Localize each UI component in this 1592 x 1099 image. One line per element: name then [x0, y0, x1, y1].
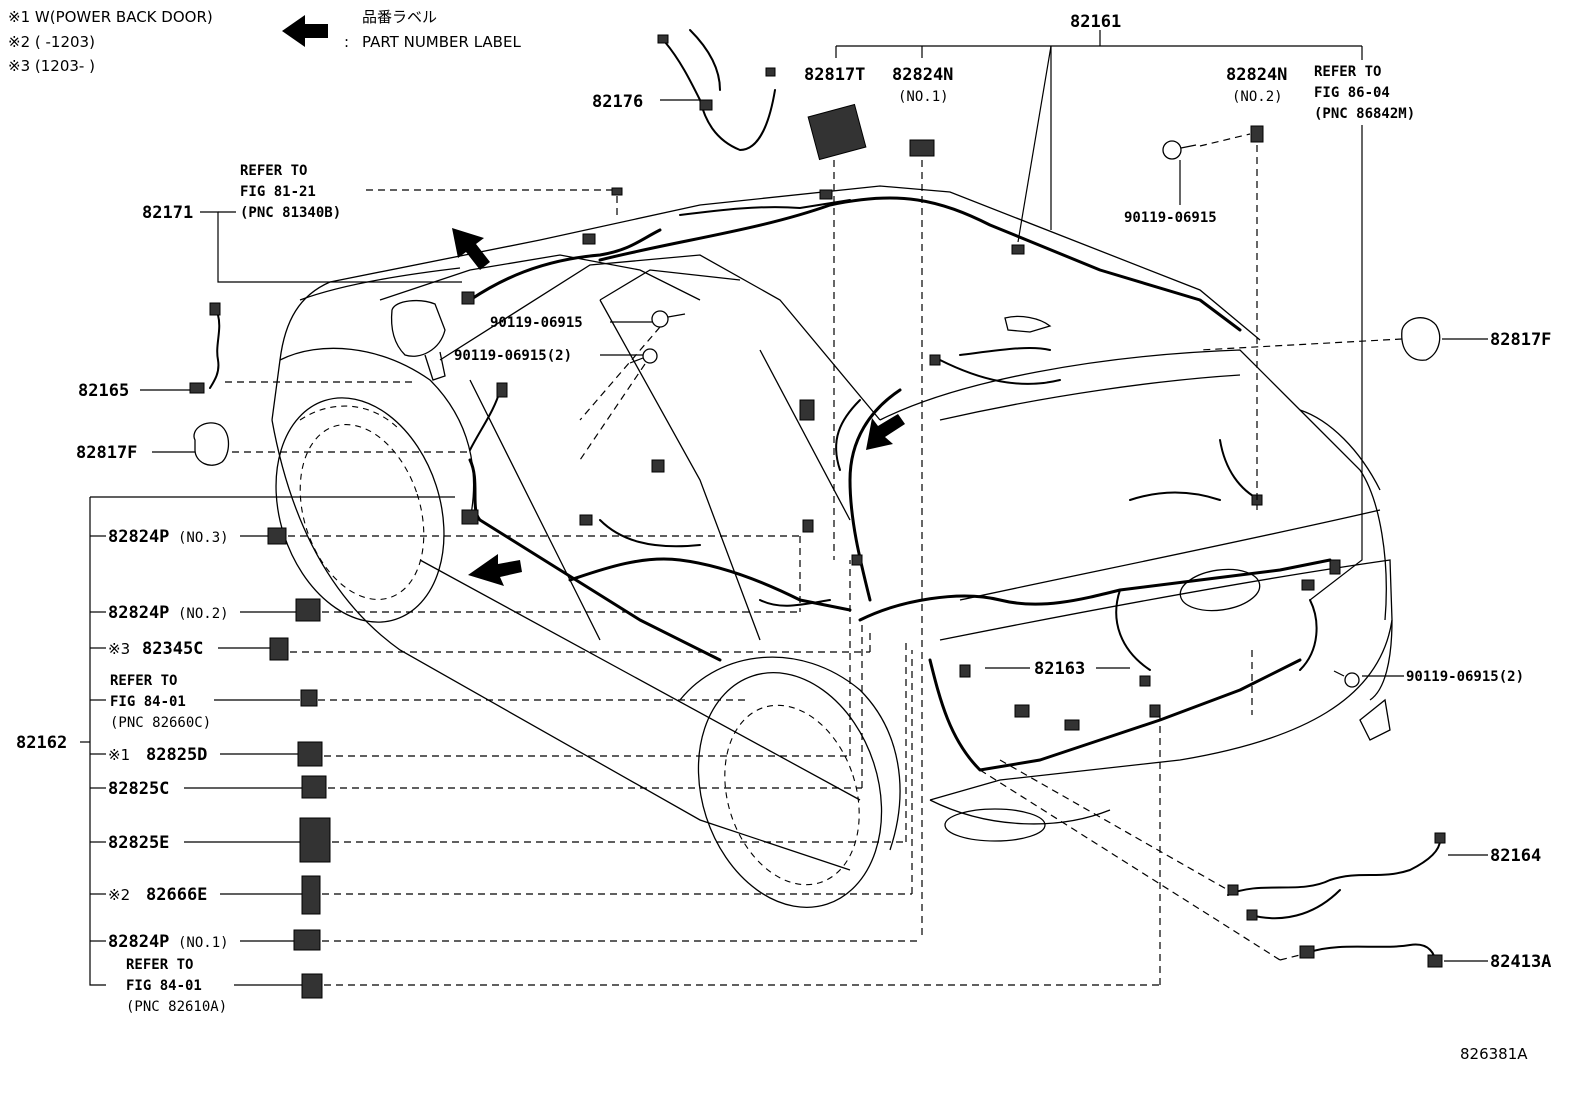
label-82824P-no3-sub: (NO.3) — [178, 530, 229, 546]
label-82163: 82163 — [1034, 659, 1085, 679]
mark-2: ※2 — [108, 886, 130, 904]
label-bolt-right: 90119-06915(2) — [1406, 669, 1524, 685]
left-arrow-icon — [452, 228, 905, 586]
label-82824P-no2-sub: (NO.2) — [178, 606, 229, 622]
label-82817F-right: 82817F — [1490, 330, 1551, 350]
leader-lines — [80, 30, 1488, 986]
refer-86-04-line3: (PNC 86842M) — [1314, 106, 1415, 122]
refer-84-01a-line1: REFER TO — [110, 673, 177, 689]
label-bolt-a: 90119-06915 — [490, 315, 583, 331]
refer-86-04-line1: REFER TO — [1314, 64, 1381, 80]
refer-84-01b-line2: FIG 84-01 — [126, 978, 202, 994]
legend-jp: 品番ラベル — [362, 8, 437, 26]
figure-id: 826381A — [1460, 1045, 1528, 1063]
note-2: ※2 ( -1203) — [8, 33, 95, 51]
refer-84-01a-line3: (PNC 82660C) — [110, 715, 211, 731]
connector-icon — [189, 34, 1446, 999]
refer-81-21-line3: (PNC 81340B) — [240, 205, 341, 221]
wire-harness-icon — [209, 29, 1441, 963]
note-3: ※3 (1203- ) — [8, 57, 95, 75]
label-82824N-no1-sub: (NO.1) — [898, 89, 949, 105]
label-82824N-no1: 82824N — [892, 65, 953, 85]
label-82817F-left: 82817F — [76, 443, 137, 463]
label-bolt-top: 90119-06915 — [1124, 210, 1217, 226]
vehicle-body-outline — [271, 185, 1393, 908]
label-82161: 82161 — [1070, 12, 1121, 32]
legend-en: PART NUMBER LABEL — [362, 33, 521, 51]
label-82345C: 82345C — [142, 639, 203, 659]
notes-block: ※1 W(POWER BACK DOOR) ※2 ( -1203) ※3 (12… — [8, 8, 213, 75]
legend-colon: : — [344, 33, 349, 51]
label-82171: 82171 — [142, 203, 193, 223]
refer-84-01b-line3: (PNC 82610A) — [126, 999, 227, 1015]
legend: : 品番ラベル PART NUMBER LABEL — [282, 8, 521, 51]
label-82176: 82176 — [592, 92, 643, 112]
refer-86-04-line2: FIG 86-04 — [1314, 85, 1390, 101]
label-82825D: 82825D — [146, 745, 207, 765]
bolt-icon — [629, 140, 1360, 688]
refer-81-21-line2: FIG 81-21 — [240, 184, 316, 200]
label-82824P-no3: 82824P — [108, 527, 169, 547]
refer-84-01b-line1: REFER TO — [126, 957, 193, 973]
part-number-label-arrow-icon — [282, 15, 328, 47]
label-82824P-no1: 82824P — [108, 932, 169, 952]
label-82824N-no2-sub: (NO.2) — [1232, 89, 1283, 105]
label-82825E: 82825E — [108, 833, 169, 853]
label-82165: 82165 — [78, 381, 129, 401]
label-82825C: 82825C — [108, 779, 169, 799]
note-1: ※1 W(POWER BACK DOOR) — [8, 8, 213, 26]
label-82162: 82162 — [16, 733, 67, 753]
label-82824P-no1-sub: (NO.1) — [178, 935, 229, 951]
refer-84-01a-line2: FIG 84-01 — [110, 694, 186, 710]
mark-1: ※1 — [108, 746, 130, 764]
label-82824N-no2: 82824N — [1226, 65, 1287, 85]
label-82666E: 82666E — [146, 885, 207, 905]
label-82164: 82164 — [1490, 846, 1541, 866]
grommet-icon — [193, 315, 1441, 466]
label-82817T: 82817T — [804, 65, 865, 85]
label-82824P-no2: 82824P — [108, 603, 169, 623]
label-bolt-b: 90119-06915(2) — [454, 348, 572, 364]
mark-3: ※3 — [108, 640, 130, 658]
label-82413A: 82413A — [1490, 952, 1551, 972]
part-labels: 82161 82176 82817T 82824N (NO.1) 82824N … — [16, 12, 1551, 1063]
refer-81-21-line1: REFER TO — [240, 163, 307, 179]
